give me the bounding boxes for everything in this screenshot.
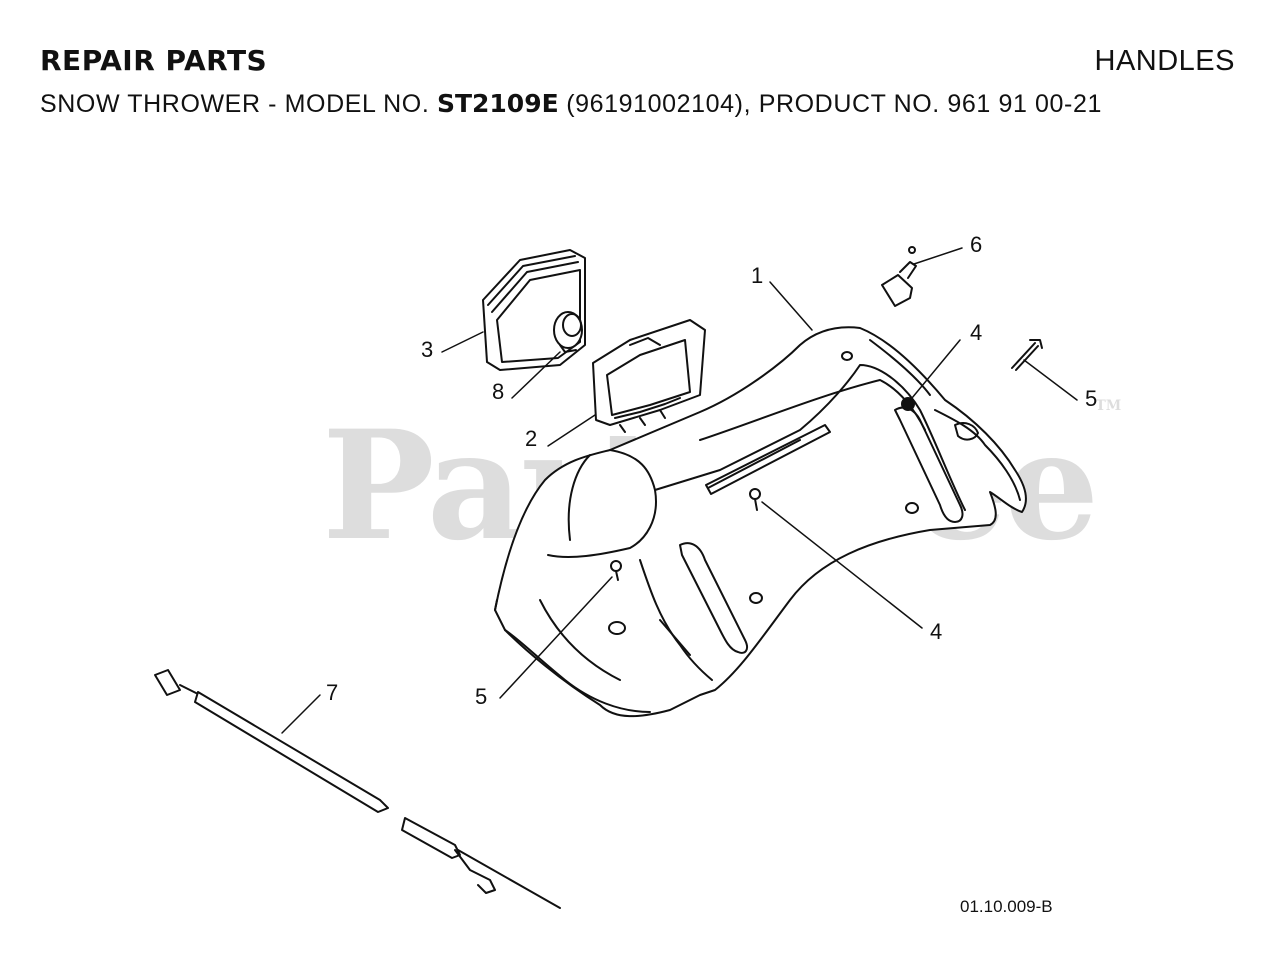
callout-6: 6 bbox=[970, 232, 983, 257]
section-title: HANDLES bbox=[1094, 45, 1235, 77]
screw-icon bbox=[901, 397, 915, 411]
page-title: REPAIR PARTS bbox=[40, 44, 268, 77]
callout-8: 8 bbox=[492, 379, 505, 404]
leader-5b bbox=[499, 576, 613, 699]
leader-8 bbox=[511, 351, 561, 399]
drawing-reference-code: 01.10.009-B bbox=[960, 897, 1053, 916]
leader-4b bbox=[761, 501, 923, 629]
leader-2 bbox=[547, 414, 596, 447]
leader-lines bbox=[281, 247, 1078, 734]
bolt-icon bbox=[610, 560, 622, 581]
headlight-bezel-icon bbox=[592, 319, 706, 433]
leader-4a bbox=[911, 339, 961, 399]
callout-4-lower: 4 bbox=[930, 619, 943, 644]
leader-6 bbox=[913, 247, 963, 265]
bolt-icon bbox=[1011, 339, 1043, 371]
callout-3: 3 bbox=[421, 337, 434, 362]
switch-icon bbox=[881, 246, 917, 307]
callout-5-lower: 5 bbox=[475, 684, 488, 709]
leader-7 bbox=[281, 694, 321, 734]
screw-icon bbox=[749, 488, 761, 511]
watermark-tm: TM bbox=[1095, 398, 1122, 414]
callout-4-upper: 4 bbox=[970, 320, 983, 345]
leader-5a bbox=[1023, 359, 1078, 401]
wire-harness-icon bbox=[154, 669, 561, 909]
model-subtitle: SNOW THROWER - MODEL NO. ST2109E (961910… bbox=[40, 89, 1102, 119]
callout-7: 7 bbox=[326, 680, 339, 705]
leader-1 bbox=[769, 281, 813, 331]
leader-3 bbox=[441, 331, 484, 353]
callout-5-upper: 5 bbox=[1085, 386, 1098, 411]
subtitle-prefix: SNOW THROWER - MODEL NO. bbox=[40, 90, 430, 118]
model-number: ST2109E bbox=[436, 89, 559, 118]
bulb-socket-icon bbox=[553, 311, 583, 353]
handle-panel-icon bbox=[494, 326, 1027, 718]
callout-2: 2 bbox=[525, 426, 538, 451]
callout-1: 1 bbox=[751, 263, 764, 288]
subtitle-suffix: (96191002104), PRODUCT NO. 961 91 00-21 bbox=[566, 90, 1102, 118]
